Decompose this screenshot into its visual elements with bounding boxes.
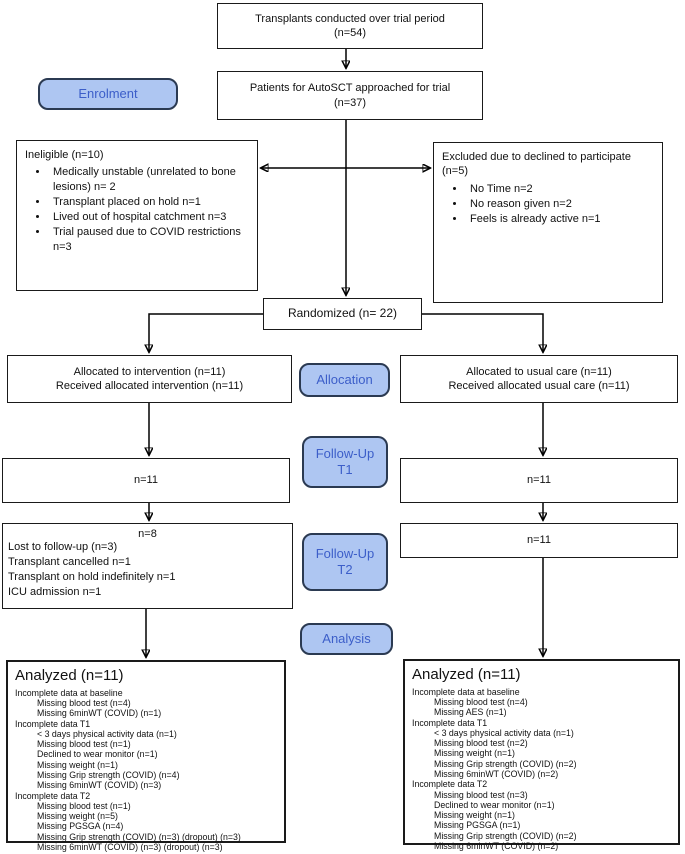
detail-line: Transplant on hold indefinitely n=1 — [8, 570, 176, 583]
detail-line: Missing blood test (n=4) — [434, 697, 528, 708]
box-t2-right: n=11 — [400, 523, 678, 558]
detail-line: Incomplete data at baseline — [15, 687, 123, 698]
detail-line: Missing weight (n=1) — [37, 759, 118, 770]
detail-line: Missing 6minWT (COVID) (n=3) — [37, 780, 162, 791]
stage-label-followup-t1: Follow-Up T1 — [302, 436, 388, 488]
detail-line: Missing 6minWT (COVID) (n=2) — [434, 840, 559, 851]
detail-line: Missing AES (n=1) — [434, 707, 507, 718]
excluded-title: Excluded due to declined to participate … — [442, 151, 631, 178]
excluded-list: No Time n=2No reason given n=2Feels is a… — [434, 182, 662, 227]
box-analyzed-usual-care: Analyzed (n=11) Incomplete data at basel… — [403, 659, 680, 851]
detail-line: Missing weight (n=5) — [37, 811, 118, 822]
detail-line: Incomplete data T1 — [15, 718, 91, 729]
box-allocated-usual-care: Allocated to usual care (n=11) Received … — [400, 355, 678, 403]
detail-line: Missing blood test (n=4) — [37, 698, 131, 709]
t2-left-n: n=8 — [138, 528, 157, 540]
detail-line: Missing weight (n=1) — [434, 810, 515, 821]
detail-line: Incomplete data T2 — [412, 779, 488, 790]
box-analyzed-intervention: Analyzed (n=11) Incomplete data at basel… — [6, 660, 286, 852]
detail-line: Missing weight (n=1) — [434, 748, 515, 759]
box-t1-right: n=11 — [400, 458, 678, 503]
detail-line: Incomplete data at baseline — [412, 686, 520, 697]
bullet-item: Trial paused due to COVID restrictions n… — [49, 225, 257, 254]
detail-line: Missing blood test (n=1) — [37, 739, 131, 750]
t2-left-lines: Lost to follow-up (n=3) Transplant cancel… — [3, 540, 292, 599]
stage-label-allocation: Allocation — [299, 363, 390, 397]
detail-line: Missing PGSGA (n=4) — [37, 821, 124, 832]
bullet-item: Transplant placed on hold n=1 — [49, 195, 257, 209]
box-t2-left: n=8 Lost to follow-up (n=3) Transplant ca… — [2, 523, 293, 609]
bullet-item: No reason given n=2 — [466, 197, 662, 211]
detail-line: Missing Grip strength (COVID) (n=4) — [37, 770, 180, 780]
bullet-item: Feels is already active n=1 — [466, 212, 662, 226]
detail-line: Declined to wear monitor (n=1) — [37, 749, 158, 760]
detail-line: Missing PGSGA (n=1) — [434, 820, 521, 831]
stage-label-followup-t2: Follow-Up T2 — [302, 533, 388, 591]
detail-line: < 3 days physical activity data (n=1) — [37, 728, 177, 739]
detail-line: Missing blood test (n=3) — [434, 789, 528, 800]
detail-line: Missing Grip strength (COVID) (n=2) — [434, 758, 577, 769]
detail-line: Transplant cancelled n=1 — [8, 555, 131, 568]
analyzed-right-title: Analyzed (n=11) — [412, 666, 521, 683]
box-ineligible: Ineligible (n=10) Medically unstable (un… — [16, 140, 258, 291]
detail-line: Incomplete data T2 — [15, 790, 91, 801]
detail-line: < 3 days physical activity data (n=1) — [434, 727, 574, 738]
box-approached: Patients for AutoSCT approached for tria… — [217, 71, 483, 120]
detail-line: Missing 6minWT (COVID) (n=3) (dropout) (… — [37, 841, 223, 852]
box-randomized: Randomized (n= 22) — [263, 298, 422, 330]
box-excluded: Excluded due to declined to participate … — [433, 142, 663, 303]
bullet-item: Medically unstable (unrelated to bone le… — [49, 165, 257, 194]
bullet-item: No Time n=2 — [466, 182, 662, 196]
ineligible-title: Ineligible (n=10) — [25, 149, 104, 161]
stage-label-analysis: Analysis — [300, 623, 393, 655]
detail-line: Missing 6minWT (COVID) (n=2) — [434, 769, 559, 779]
detail-line: Missing blood test (n=2) — [434, 738, 528, 749]
arrow-randomized-to-alloc-left — [149, 313, 263, 352]
detail-line: Incomplete data T1 — [412, 717, 488, 728]
arrow-randomized-to-alloc-right — [422, 313, 543, 352]
detail-line: Missing 6minWT (COVID) (n=1) — [37, 708, 162, 719]
detail-line: ICU admission n=1 — [8, 585, 102, 598]
detail-line: Declined to wear monitor (n=1) — [434, 799, 555, 810]
stage-label-enrolment: Enrolment — [38, 78, 178, 110]
detail-line: Missing Grip strength (COVID) (n=2) — [434, 830, 577, 841]
analyzed-left-title: Analyzed (n=11) — [15, 667, 124, 684]
detail-line: Lost to follow-up (n=3) — [8, 541, 118, 553]
box-t1-left: n=11 — [2, 458, 290, 503]
detail-line: Missing blood test (n=1) — [37, 800, 131, 811]
detail-line: Missing Grip strength (COVID) (n=3) (dro… — [37, 831, 241, 842]
box-allocated-intervention: Allocated to intervention (n=11) Receive… — [7, 355, 292, 403]
ineligible-list: Medically unstable (unrelated to bone le… — [17, 165, 257, 254]
box-transplants: Transplants conducted over trial period … — [217, 3, 483, 49]
bullet-item: Lived out of hospital catchment n=3 — [49, 210, 257, 224]
